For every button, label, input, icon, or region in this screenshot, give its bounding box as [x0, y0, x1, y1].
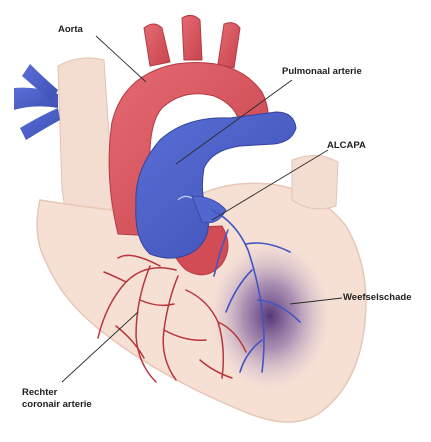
- left-pulmonary-veins: [14, 64, 60, 140]
- label-alcapa: ALCAPA: [327, 140, 366, 152]
- label-rechter-coronair-line1: Rechter: [22, 387, 92, 399]
- label-rechter-coronair-line2: coronair arterie: [22, 399, 92, 411]
- right-vessels: [292, 155, 338, 208]
- label-pulmonaal-arterie: Pulmonaal arterie: [282, 66, 362, 78]
- label-weefselschade: Weefselschade: [343, 292, 411, 304]
- tissue-damage-area: [210, 242, 330, 390]
- label-aorta: Aorta: [58, 24, 83, 36]
- label-rechter-coronair-arterie: Rechter coronair arterie: [22, 387, 92, 411]
